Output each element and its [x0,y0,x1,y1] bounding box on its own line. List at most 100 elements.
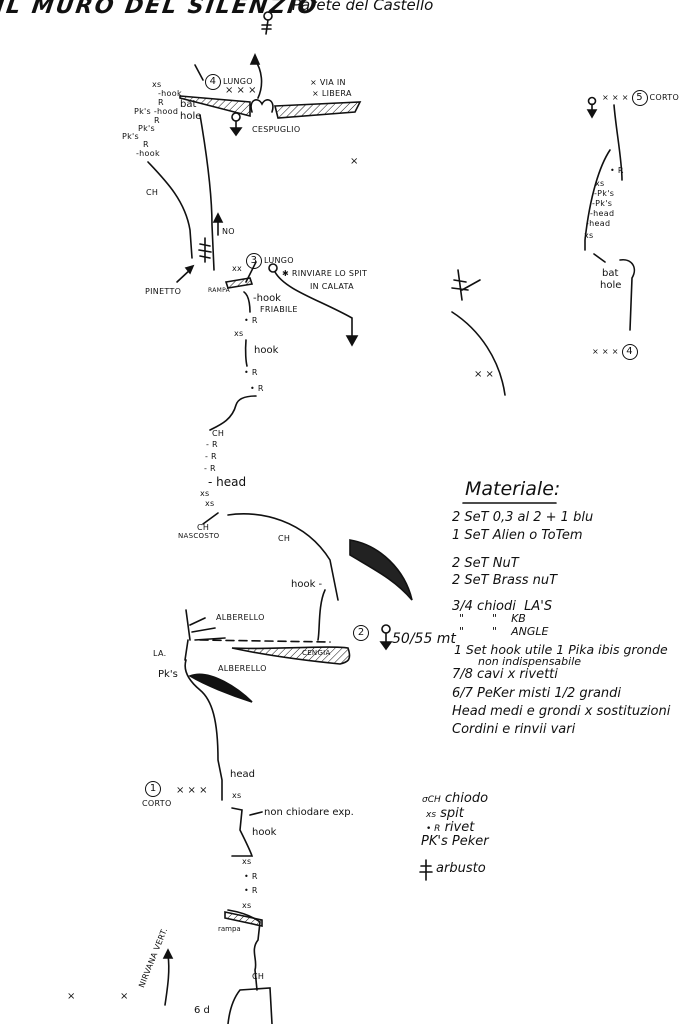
mark: xs [200,489,210,498]
warning-note: non chiodare exp. [264,807,354,818]
bush-icon [250,99,274,113]
mark: CH [146,188,159,197]
ledge-cengia [231,646,351,665]
mark: -Pk's [594,189,615,198]
mark: xs [232,791,242,800]
mark: Pk's -hood [134,107,179,116]
rappel-length: 50/55 mt [392,631,456,647]
gear-item: 1 SeT Alien o ToTem [452,528,583,543]
mark: R [154,116,160,125]
ramp-lower [224,911,263,927]
gear-item: " " KB [452,612,526,625]
bat-hole-label: bat [180,99,197,110]
gear-item: 6/7 PeKer misti 1/2 grandi [452,686,622,701]
mark: • R [244,316,258,325]
mark: R [143,140,149,149]
mark: xs [242,857,252,866]
legend-item: • R rivet [426,820,475,835]
mark: - R [206,440,218,449]
ramp-label: rampa [218,925,241,933]
route-logo-icon [261,11,273,35]
free-climb-note: × LIBERA [312,89,352,98]
mark: head [230,769,255,780]
rappel-anchor-icon [229,112,243,137]
mark: - R [205,452,217,461]
mark: • R [610,166,624,175]
pitch-1-label: 1 [145,781,163,797]
legend-item: σCH chiodo [422,791,489,806]
rappel-anchor-icon [268,263,278,273]
gear-item: 3/4 chiodi LA'S [452,599,553,614]
gear-item: 1 Set hook utile 1 Pika ibis gronde [454,642,668,657]
mark: Pk's [122,132,140,141]
mark: × × [474,369,494,380]
mark: -head [586,219,611,228]
mark: Pk's [138,124,156,133]
ledge-top [179,95,251,118]
mark: xs [242,901,252,910]
mark: - head [208,475,247,489]
mark: • R [244,872,258,881]
mark: xs [234,329,244,338]
ledge-top-right [273,101,362,119]
route-line-p4 [199,114,215,271]
pitch-2-label: 2 [353,625,371,641]
mark: • R [244,368,258,377]
gear-item: 2 SeT Brass nuT [452,573,558,588]
free-climb-note: × VIA IN [310,78,346,87]
bat-hole-label: hole [180,111,202,122]
mark: -hook [136,149,160,158]
gear-item: Head medi e grondi x sostituzioni [452,704,671,719]
legend-item: ✱ arbusto [436,861,486,876]
mark: LA. [153,649,167,658]
mark: FRIABILE [260,305,298,314]
mark: - R [204,464,216,473]
ramp-label: RAMPA [208,287,231,294]
bat-hole-label: hole [600,280,622,291]
roof [349,539,413,601]
mark: xs [584,231,594,240]
mark: -hook [253,293,281,304]
mark: × [67,991,76,1002]
gear-item: " " ANGLE [452,625,549,638]
tree-icon [184,609,226,661]
route-title: IL MURO DEL SILENZIO [0,0,321,19]
gear-list-heading: Materiale: [465,478,561,500]
mark: Pk's [158,669,178,680]
belay-4-label: × × × 4 [592,344,640,360]
pine-label: PINETTO [145,287,182,296]
belay-bolts: × × × [176,785,208,796]
tree-label: ALBERELLO [216,613,265,622]
gear-item: Cordini e rinvii vari [452,722,576,737]
gear-item: 2 SeT 0,3 al 2 + 1 blu [452,510,594,525]
mark: -head [590,209,615,218]
belay-bolts: × × × [225,85,257,96]
pine-icon [198,237,212,263]
mark: R [158,98,164,107]
rappel-anchor-icon [379,624,393,651]
pitch-length: CORTO [142,799,172,808]
gear-item: 7/8 cavi x rivetti [452,667,558,682]
rappel-anchor-icon [586,96,598,119]
mark: CH [197,523,210,532]
crag-subtitle: Parete del Castello [292,0,434,14]
mark: -hook [158,89,182,98]
rappel-note: IN CALATA [310,282,354,291]
mark: • R [244,886,258,895]
gear-item: 2 SeT NuT [452,556,519,571]
rappel-line [274,271,353,341]
legend-item: PK's Peker [421,834,489,849]
shrub-icon [451,269,481,301]
rappel-note: ✱ RINVIARE LO SPIT [282,269,368,278]
mark: xs [152,80,162,89]
ramp [224,277,254,289]
mark: × [120,991,129,1002]
mark: • R [250,384,264,393]
mark: hook [252,827,277,838]
mark: NASCOSTO [178,532,220,540]
ledge-label: CENGIA [302,649,331,657]
